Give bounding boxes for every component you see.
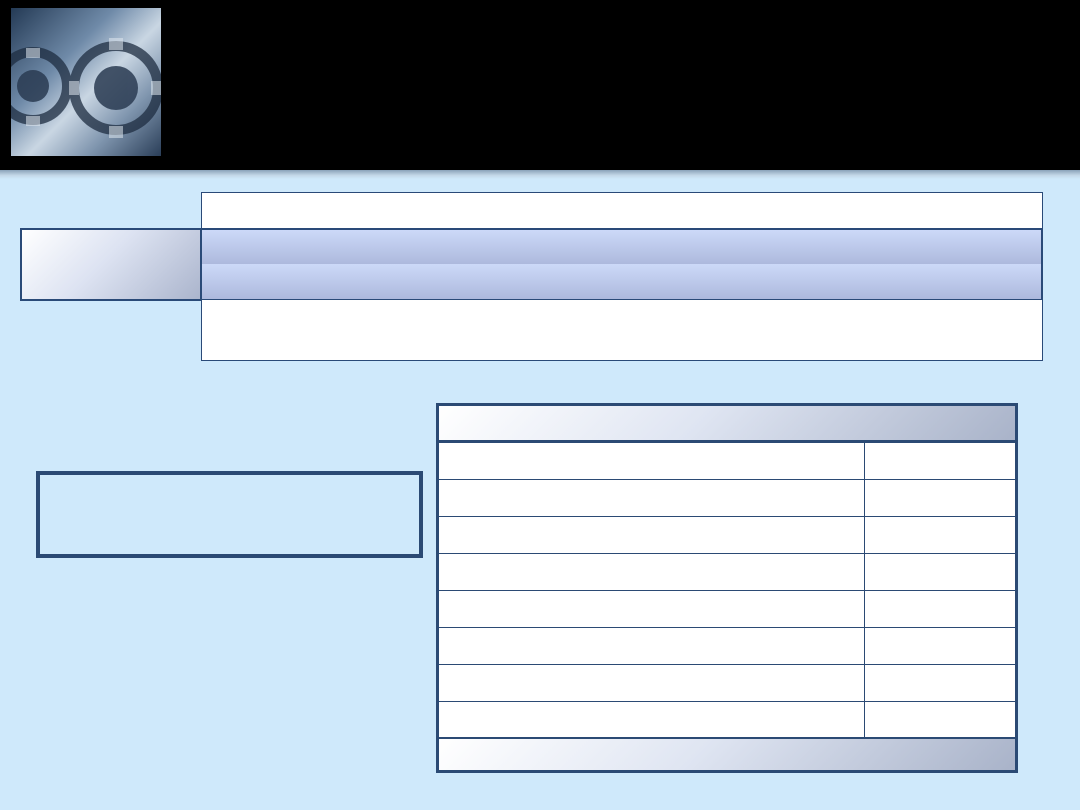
top-table-row — [201, 192, 1043, 229]
top-table-row-label — [20, 228, 202, 301]
table-cell-name — [439, 554, 865, 590]
title-bar — [0, 0, 1080, 170]
data-table — [436, 403, 1018, 773]
table-header — [439, 406, 1015, 443]
table-cell-value — [865, 554, 1015, 590]
table-cell-value — [865, 628, 1015, 664]
table-row — [439, 443, 1015, 480]
table-cell-name — [439, 702, 865, 737]
table-cell-value — [865, 591, 1015, 627]
gears-icon — [11, 8, 161, 156]
table-cell-value — [865, 517, 1015, 553]
top-table-row — [201, 300, 1043, 361]
top-table-row — [200, 228, 1043, 265]
table-row — [439, 517, 1015, 554]
table-cell-name — [439, 443, 865, 479]
table-row — [439, 591, 1015, 628]
table-row — [439, 665, 1015, 702]
table-cell-value — [865, 665, 1015, 701]
table-cell-value — [865, 443, 1015, 479]
top-table-row — [200, 264, 1043, 301]
table-footer — [439, 737, 1015, 770]
table-row — [439, 702, 1015, 737]
table-cell-value — [865, 702, 1015, 737]
text-box — [36, 471, 423, 558]
table-cell-name — [439, 480, 865, 516]
table-cell-value — [865, 480, 1015, 516]
table-cell-name — [439, 665, 865, 701]
table-cell-name — [439, 517, 865, 553]
table-row — [439, 480, 1015, 517]
header-divider — [0, 170, 1080, 179]
table-row — [439, 628, 1015, 665]
table-cell-name — [439, 591, 865, 627]
table-cell-name — [439, 628, 865, 664]
table-row — [439, 554, 1015, 591]
